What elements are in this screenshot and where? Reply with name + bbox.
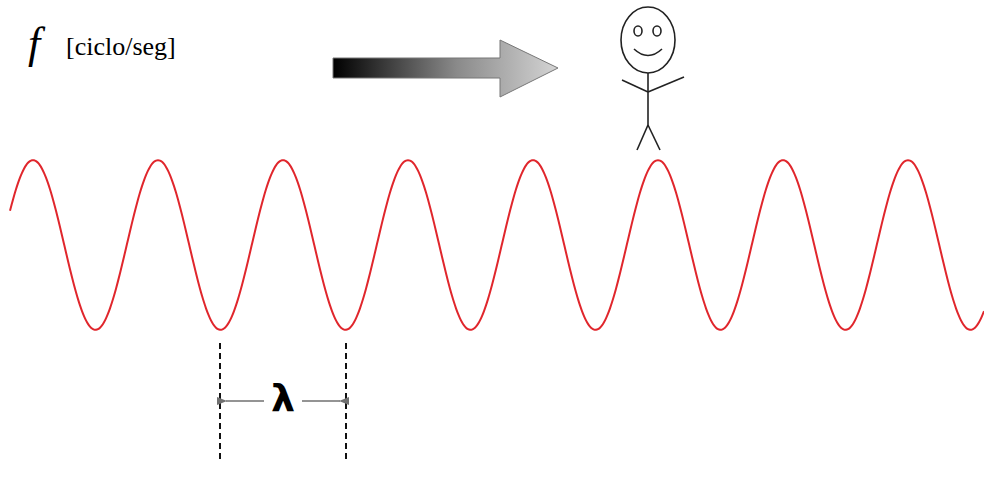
wavelength-symbol: λ <box>271 378 295 420</box>
frequency-symbol: f <box>28 20 40 68</box>
frequency-unit: [ciclo/seg] <box>66 33 176 62</box>
sine-wave <box>10 160 984 330</box>
wavelength-bracket <box>220 343 346 462</box>
stick-figure <box>621 7 684 150</box>
direction-arrow <box>333 40 558 97</box>
